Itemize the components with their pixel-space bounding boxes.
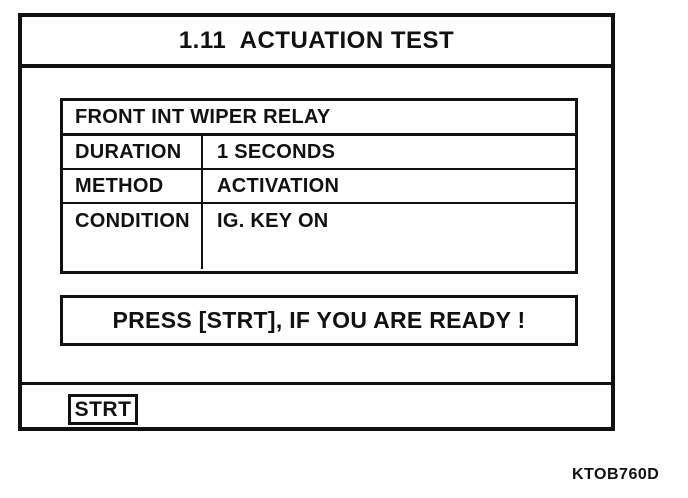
duration-label: DURATION (63, 136, 203, 168)
actuation-test-table: FRONT INT WIPER RELAY DURATION 1 SECONDS… (60, 98, 578, 274)
method-label: METHOD (63, 170, 203, 202)
table-row-duration: DURATION 1 SECONDS (63, 136, 575, 170)
scan-tool-screen: 1.11 ACTUATION TEST FRONT INT WIPER RELA… (18, 13, 615, 431)
strt-button[interactable]: STRT (68, 394, 138, 425)
ready-prompt-box: PRESS [STRT], IF YOU ARE READY ! (60, 295, 578, 346)
condition-label: CONDITION (63, 204, 203, 269)
title-bar: 1.11 ACTUATION TEST (22, 17, 611, 68)
duration-value: 1 SECONDS (217, 140, 336, 163)
condition-value: IG. KEY ON (217, 210, 329, 232)
figure-code: KTOB760D (572, 466, 660, 483)
method-value: ACTIVATION (217, 174, 340, 197)
table-row-method: METHOD ACTIVATION (63, 170, 575, 204)
table-row-condition: CONDITION IG. KEY ON (63, 204, 575, 269)
page-title: 1.11 ACTUATION TEST (178, 26, 455, 54)
ready-prompt-text: PRESS [STRT], IF YOU ARE READY ! (112, 307, 526, 333)
softkey-bar: STRT (22, 382, 611, 427)
test-item-header: FRONT INT WIPER RELAY (63, 101, 575, 136)
